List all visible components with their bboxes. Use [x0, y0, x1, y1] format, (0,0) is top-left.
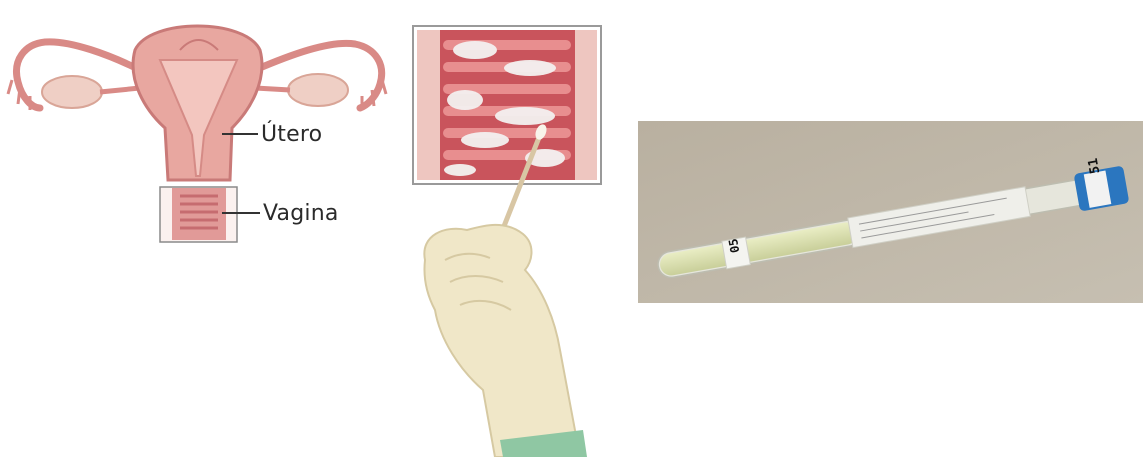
tube-body-number: 05 — [726, 237, 742, 254]
uterus-anatomy-diagram: Útero Vagina — [0, 0, 400, 270]
tube-cap-number: 51 — [1086, 157, 1104, 175]
swab-sample-tube-photo: 51 05 — [638, 121, 1143, 303]
swab-illustration — [405, 20, 620, 457]
right-ovary — [288, 74, 348, 106]
swab-collection-illustration — [405, 20, 620, 457]
vagina-label: Vagina — [263, 201, 339, 226]
uterus-illustration — [0, 0, 400, 270]
tube-photo: 51 05 — [638, 121, 1143, 303]
left-ovary — [42, 76, 102, 108]
uterus-label: Útero — [261, 122, 322, 147]
